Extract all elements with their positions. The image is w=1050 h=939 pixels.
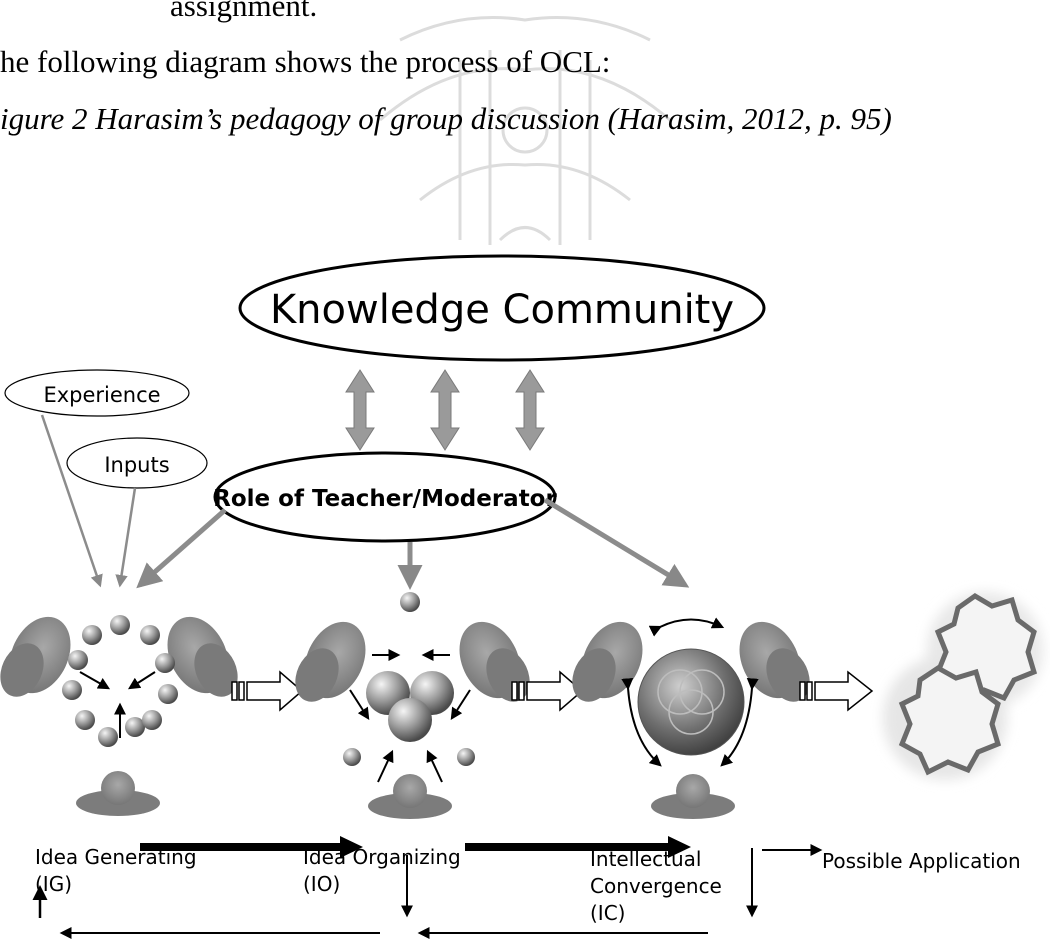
two-way-arrow-icon [345, 369, 375, 451]
knowledge-community-node: Knowledge Community [238, 254, 766, 362]
continued-paragraph-text: assignment. [170, 0, 318, 23]
stage-intellectual-convergence-line3: (IC) [590, 901, 625, 925]
watermark-seal [379, 16, 671, 245]
stage-labels: Idea Generating (IG) Idea Organizing (IO… [35, 845, 1021, 925]
idea-organizing-group-illustration [295, 592, 530, 819]
stage-intellectual-convergence-line1: Intellectual [590, 847, 701, 871]
figure-caption: igure 2 Harasim’s pedagogy of group disc… [0, 101, 892, 136]
stage-intellectual-convergence-line2: Convergence [590, 874, 722, 898]
transition-arrow-icon [799, 670, 874, 712]
two-way-arrow-icon [430, 369, 460, 451]
idea-balls [62, 615, 178, 747]
knowledge-community-label: Knowledge Community [270, 287, 734, 333]
role-teacher-moderator-node: Role of Teacher/Moderator [213, 451, 557, 543]
possible-application-label: Possible Application [822, 849, 1021, 873]
role-label: Role of Teacher/Moderator [213, 486, 557, 512]
stage-idea-generating-line1: Idea Generating [35, 845, 197, 869]
transition-arrow-icon [511, 670, 584, 712]
stage-idea-generating-line2: (IG) [35, 872, 72, 896]
experience-node: Experience [4, 369, 190, 417]
inputs-label: Inputs [104, 453, 169, 477]
stage-idea-organizing-line2: (IO) [303, 872, 340, 896]
idea-generating-group-illustration [0, 615, 238, 816]
application-gears-illustration [883, 592, 1043, 780]
moderation-arrows [40, 414, 690, 590]
experience-label: Experience [43, 383, 160, 407]
process-flow-arrows [32, 836, 823, 939]
stage-idea-organizing-line1: Idea Organizing [303, 845, 461, 869]
intro-sentence: he following diagram shows the process o… [0, 44, 611, 79]
two-way-arrows [345, 369, 545, 451]
transition-arrow-icon [231, 670, 304, 712]
inputs-node: Inputs [66, 437, 208, 489]
intellectual-convergence-group-illustration [572, 617, 810, 819]
two-way-arrow-icon [515, 369, 545, 451]
